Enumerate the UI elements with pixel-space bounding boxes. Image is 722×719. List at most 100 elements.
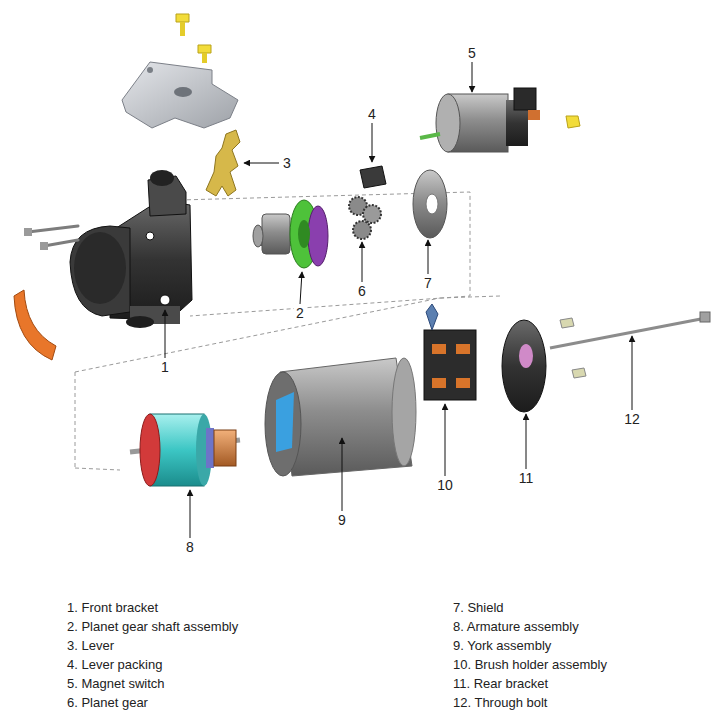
part-list-item: 7. Shield bbox=[453, 600, 504, 616]
callout-number: 9 bbox=[336, 512, 348, 529]
callout-number: 3 bbox=[281, 155, 293, 172]
yoke bbox=[265, 358, 416, 476]
leader-line bbox=[632, 336, 633, 410]
brush-holder bbox=[424, 304, 476, 400]
mounting-bolt bbox=[44, 240, 78, 246]
callout-number: 11 bbox=[517, 470, 536, 487]
planet-gear-shaft bbox=[262, 214, 290, 254]
leader-line bbox=[526, 414, 527, 469]
front-bracket bbox=[70, 170, 192, 328]
leader-line bbox=[472, 62, 473, 92]
cover-plate bbox=[122, 62, 238, 128]
seal bbox=[14, 290, 56, 360]
leader-line bbox=[362, 242, 363, 282]
bolt bbox=[202, 53, 207, 63]
mounting-bolt bbox=[24, 226, 78, 250]
planet-gear bbox=[353, 221, 371, 239]
bolt bbox=[198, 45, 211, 53]
leader-line bbox=[165, 62, 632, 538]
planet-gear bbox=[349, 197, 381, 239]
armature bbox=[214, 430, 236, 466]
magnet-switch bbox=[566, 116, 580, 128]
magnet-switch bbox=[436, 94, 460, 152]
rear-bracket bbox=[519, 344, 533, 368]
callout-number: 5 bbox=[466, 45, 478, 62]
magnet-switch bbox=[420, 88, 580, 152]
shield bbox=[413, 170, 447, 238]
leader-line bbox=[372, 123, 373, 162]
seal bbox=[14, 290, 56, 360]
brush-holder bbox=[424, 330, 476, 400]
part-list-item: 11. Rear bracket bbox=[453, 676, 548, 692]
through-bolt bbox=[572, 368, 586, 378]
planet-gear-shaft bbox=[253, 200, 328, 268]
front-bracket bbox=[74, 232, 126, 304]
bolt bbox=[176, 14, 189, 22]
yoke bbox=[276, 392, 294, 452]
part-list-item: 10. Brush holder assembly bbox=[453, 657, 607, 673]
lever bbox=[206, 130, 240, 196]
leader-line bbox=[190, 490, 191, 538]
part-list-item: 5. Magnet switch bbox=[67, 676, 165, 692]
planet-gear bbox=[363, 205, 381, 223]
rear-bracket bbox=[502, 320, 546, 412]
mounting-bolt bbox=[24, 228, 32, 236]
part-list-item: 1. Front bracket bbox=[67, 600, 158, 616]
lever bbox=[206, 130, 240, 196]
yoke bbox=[392, 358, 416, 466]
cover-plate bbox=[147, 67, 153, 73]
rear-bracket bbox=[502, 320, 546, 412]
magnet-switch bbox=[528, 110, 540, 120]
part-list-item: 3. Lever bbox=[67, 638, 114, 654]
leader-line bbox=[428, 240, 429, 274]
part-list-item: 2. Planet gear shaft assembly bbox=[67, 619, 238, 635]
mounting-bolt bbox=[28, 226, 78, 232]
through-bolt bbox=[700, 312, 710, 322]
callout-number: 2 bbox=[294, 305, 306, 322]
through-bolt bbox=[550, 312, 710, 378]
front-bracket bbox=[146, 232, 154, 240]
front-bracket bbox=[160, 295, 170, 305]
part-list-item: 12. Through bolt bbox=[453, 695, 547, 711]
yoke bbox=[265, 372, 301, 476]
bolt bbox=[176, 14, 211, 63]
cover-plate bbox=[174, 87, 192, 97]
shield bbox=[413, 170, 447, 238]
armature bbox=[140, 414, 160, 486]
magnet-switch bbox=[514, 88, 536, 110]
lever-packing bbox=[360, 166, 386, 188]
part-list-item: 4. Lever packing bbox=[67, 657, 162, 673]
callout-number: 7 bbox=[422, 275, 434, 292]
through-bolt bbox=[560, 318, 574, 328]
bolt bbox=[180, 22, 185, 36]
leader-line bbox=[244, 163, 279, 164]
part-list-item: 8. Armature assembly bbox=[453, 619, 579, 635]
planet-gear-shaft bbox=[253, 225, 263, 247]
brush-holder bbox=[432, 378, 446, 388]
planet-gear-shaft bbox=[308, 206, 328, 266]
brush-holder bbox=[456, 344, 470, 354]
callout-number: 6 bbox=[356, 283, 368, 300]
brush-holder bbox=[456, 378, 470, 388]
armature bbox=[130, 414, 240, 486]
callout-number: 8 bbox=[184, 539, 196, 556]
callout-number: 10 bbox=[435, 477, 455, 494]
leader-line bbox=[165, 310, 166, 358]
leader-line bbox=[300, 272, 302, 304]
front-bracket bbox=[126, 316, 154, 328]
lever-packing bbox=[360, 166, 386, 188]
cover-plate bbox=[122, 62, 238, 128]
callout-number: 12 bbox=[622, 411, 642, 428]
callout-number: 1 bbox=[159, 359, 171, 376]
guide-line bbox=[440, 296, 500, 298]
shield bbox=[426, 194, 438, 214]
brush-holder bbox=[426, 304, 438, 330]
front-bracket bbox=[150, 170, 174, 186]
part-list-item: 6. Planet gear bbox=[67, 695, 148, 711]
armature bbox=[206, 428, 214, 468]
brush-holder bbox=[432, 344, 446, 354]
mounting-bolt bbox=[40, 242, 48, 250]
part-list-item: 9. York assembly bbox=[453, 638, 551, 654]
planet-gear-shaft bbox=[298, 220, 310, 248]
leader-line bbox=[342, 438, 343, 511]
